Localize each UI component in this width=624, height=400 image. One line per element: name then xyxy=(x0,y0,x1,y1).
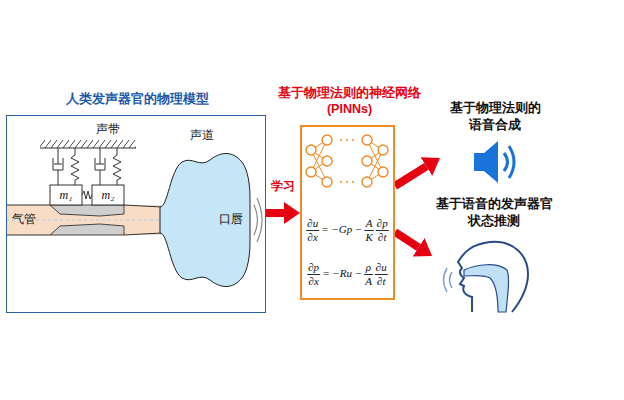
part-label: 口唇 xyxy=(219,212,243,226)
equation-term: ∂p xyxy=(308,261,319,274)
equation-term: ∂x xyxy=(309,275,319,288)
equation-term: = −Gp − xyxy=(321,223,362,236)
head-icon xyxy=(444,242,529,312)
fraction-bar xyxy=(364,230,373,231)
part-label: m₂ xyxy=(102,188,115,202)
sound-wave xyxy=(254,198,262,242)
vocal-fold xyxy=(50,224,124,235)
equation-term: ∂x xyxy=(308,231,318,244)
output-item: 基于语音的发声器官状态推测 xyxy=(432,196,556,314)
flow-arrow xyxy=(395,232,419,247)
equation-term: ∂p xyxy=(377,217,388,230)
part-label: m₁ xyxy=(60,188,73,202)
equation-term: A xyxy=(366,217,373,230)
speaker-icon xyxy=(474,141,514,183)
output-item: 基于物理法则的语音合成 xyxy=(440,100,550,190)
flow-arrow xyxy=(395,166,426,186)
equation-term: = −Ru − xyxy=(322,267,362,280)
equation-term: A xyxy=(365,275,372,288)
node-heading: 基于物理法则的神经网络 (PINNs) xyxy=(274,85,425,118)
ceiling xyxy=(40,147,136,148)
damper xyxy=(53,148,105,185)
node-heading: 基于物理法则的语音合成 xyxy=(446,100,544,134)
equation-term: ∂u xyxy=(307,217,318,230)
vocal-fold xyxy=(50,205,124,216)
equation-term: ∂u xyxy=(376,261,387,274)
fraction-bar xyxy=(376,230,389,231)
flow-arrow xyxy=(266,209,284,217)
node-heading: 基于语音的发声器官状态推测 xyxy=(434,196,554,230)
equation-term: ∂t xyxy=(378,231,387,244)
node-heading: 人类发声器官的物理模型 xyxy=(7,91,267,108)
mass-2 xyxy=(92,185,124,205)
fraction-bar xyxy=(364,274,373,275)
fraction-bar xyxy=(306,230,319,231)
mass-1 xyxy=(50,185,82,205)
part-label: 声道 xyxy=(190,128,214,142)
vocal-tract xyxy=(160,154,250,287)
fraction-bar xyxy=(307,274,320,275)
equation-term: ∂t xyxy=(377,275,386,288)
equation-term: ρ xyxy=(366,261,371,274)
neural-network xyxy=(306,135,388,187)
equation-term: K xyxy=(365,231,372,244)
part-label: 声带 xyxy=(96,122,120,136)
edge-label: 学习 xyxy=(270,179,296,193)
part-label: 气管 xyxy=(12,212,36,226)
fraction-bar xyxy=(375,274,388,275)
